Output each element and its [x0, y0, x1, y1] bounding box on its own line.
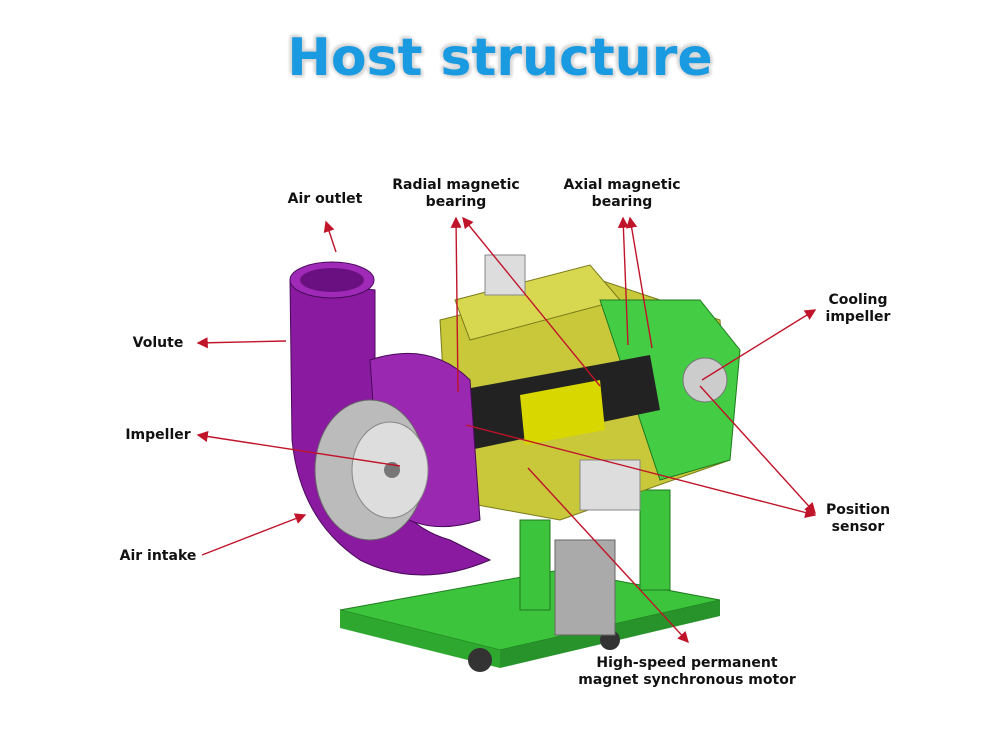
volute-casing [289, 261, 492, 576]
label-position-sensor: Position sensor [808, 502, 908, 536]
arrow-air-intake [201, 513, 307, 556]
arrow-axial-bearing-2 [626, 216, 653, 349]
terminal-block [554, 539, 616, 636]
arrow-volute [196, 337, 287, 349]
label-motor-line2: magnet synchronous motor [578, 672, 796, 688]
callout-arrows [196, 216, 817, 644]
label-motor: High-speed permanent magnet synchronous … [577, 655, 797, 689]
label-position-line1: Position [825, 502, 891, 518]
label-cooling-line1: Cooling [828, 292, 888, 308]
arrow-air-outlet [323, 220, 337, 253]
arrow-axial-bearing-1 [617, 216, 629, 346]
label-impeller: Impeller [125, 427, 191, 443]
label-axial-bearing: Axial magnetic bearing [547, 177, 697, 211]
arrow-impeller [196, 430, 401, 467]
label-radial-bearing-line2: bearing [425, 194, 487, 210]
arrow-radial-bearing-2 [462, 216, 601, 387]
label-radial-bearing: Radial magnetic bearing [381, 177, 531, 211]
arrow-cooling-impeller [701, 309, 817, 381]
arrow-position-sensor-1 [465, 424, 817, 518]
label-axial-bearing-line1: Axial magnetic [563, 177, 681, 193]
label-position-line2: sensor [831, 519, 885, 535]
label-cooling-line2: impeller [825, 309, 891, 325]
arrow-radial-bearing-1 [450, 216, 462, 393]
label-air-outlet: Air outlet [287, 191, 363, 207]
label-air-intake: Air intake [119, 548, 197, 564]
arrow-position-sensor-2 [699, 385, 816, 515]
arrow-motor [527, 467, 689, 644]
label-axial-bearing-line2: bearing [591, 194, 653, 210]
label-volute: Volute [132, 335, 184, 351]
label-radial-bearing-line1: Radial magnetic [392, 177, 520, 193]
label-motor-line1: High-speed permanent [596, 655, 778, 671]
page-title: Host structure [287, 28, 713, 88]
motor-housing [439, 254, 741, 521]
label-cooling-impeller: Cooling impeller [808, 292, 908, 326]
